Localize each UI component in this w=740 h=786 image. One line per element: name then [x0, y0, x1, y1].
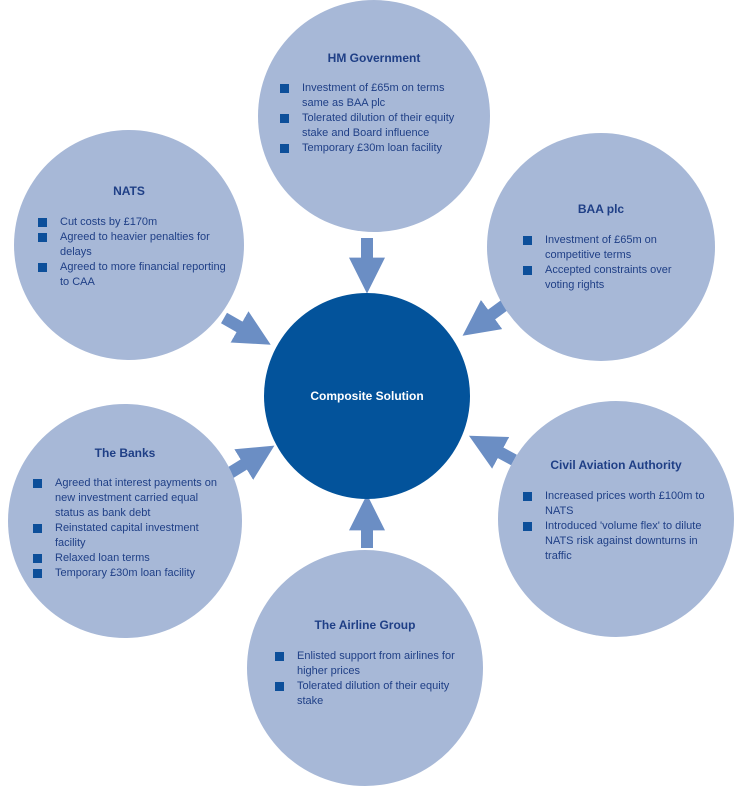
bullet-icon	[523, 236, 532, 245]
item-text: Accepted constraints over voting rights	[545, 264, 672, 291]
bullet-icon	[38, 233, 47, 242]
bullet-icon	[523, 266, 532, 275]
hm-government-list: Investment of £65m on terms same as BAA …	[280, 81, 470, 156]
banks-list: Agreed that interest payments on new inv…	[33, 476, 228, 581]
list-item: Cut costs by £170m	[38, 215, 228, 230]
item-text: Investment of £65m on terms same as BAA …	[302, 82, 445, 109]
item-text: Agreed to heavier penalties for delays	[60, 231, 210, 258]
bullet-icon	[275, 652, 284, 661]
center-label: Composite Solution	[310, 389, 424, 403]
item-text: Reinstated capital investment facility	[55, 522, 199, 549]
arrow-caa	[468, 435, 517, 469]
list-item: Relaxed loan terms	[33, 551, 228, 566]
bullet-icon	[280, 84, 289, 93]
baa-title: BAA plc	[577, 202, 625, 216]
banks-title: The Banks	[94, 446, 156, 460]
item-text: Introduced 'volume flex' to dilute NATS …	[545, 520, 702, 562]
item-text: Relaxed loan terms	[55, 552, 150, 564]
arrow-nats	[221, 311, 271, 345]
bullet-icon	[275, 682, 284, 691]
hm-government-circle: HM Government Investment of £65m on term…	[258, 0, 490, 232]
hm-government-title: HM Government	[327, 51, 421, 65]
banks-circle: The Banks Agreed that interest payments …	[8, 404, 242, 638]
composite-solution-circle: Composite Solution	[264, 293, 470, 499]
item-text: Cut costs by £170m	[60, 216, 158, 228]
list-item: Introduced 'volume flex' to dilute NATS …	[523, 519, 719, 564]
caa-circle: Civil Aviation Authority Increased price…	[498, 401, 734, 637]
list-item: Temporary £30m loan facility	[33, 566, 228, 581]
arrow-banks	[226, 445, 275, 480]
list-item: Investment of £65m on competitive terms	[523, 233, 693, 263]
bullet-icon	[280, 144, 289, 153]
airline-group-list: Enlisted support from airlines for highe…	[275, 649, 465, 709]
bullet-icon	[33, 554, 42, 563]
caa-title: Civil Aviation Authority	[550, 458, 682, 472]
list-item: Tolerated dilution of their equity stake	[275, 679, 465, 709]
nats-circle: NATS Cut costs by £170m Agreed to heavie…	[14, 130, 244, 360]
bullet-icon	[280, 114, 289, 123]
bullet-icon	[523, 522, 532, 531]
item-text: Temporary £30m loan facility	[302, 142, 443, 154]
list-item: Agreed that interest payments on new inv…	[33, 476, 228, 521]
list-item: Reinstated capital investment facility	[33, 521, 228, 551]
item-text: Temporary £30m loan facility	[55, 567, 196, 579]
nats-title: NATS	[113, 184, 145, 198]
bullet-icon	[33, 524, 42, 533]
list-item: Agreed to heavier penalties for delays	[38, 230, 228, 260]
bullet-icon	[33, 569, 42, 578]
list-item: Investment of £65m on terms same as BAA …	[280, 81, 470, 111]
list-item: Temporary £30m loan facility	[280, 141, 470, 156]
item-text: Tolerated dilution of their equity stake	[297, 680, 450, 707]
bullet-icon	[523, 492, 532, 501]
baa-list: Investment of £65m on competitive terms …	[523, 233, 693, 293]
bullet-icon	[38, 218, 47, 227]
item-text: Agreed that interest payments on new inv…	[55, 477, 218, 519]
list-item: Increased prices worth £100m to NATS	[523, 489, 719, 519]
list-item: Agreed to more financial reporting to CA…	[38, 260, 228, 290]
bullet-icon	[33, 479, 42, 488]
list-item: Enlisted support from airlines for highe…	[275, 649, 465, 679]
airline-group-title: The Airline Group	[314, 618, 416, 632]
list-item: Accepted constraints over voting rights	[523, 263, 693, 293]
bullet-icon	[38, 263, 47, 272]
item-text: Enlisted support from airlines for highe…	[297, 650, 455, 677]
nats-list: Cut costs by £170m Agreed to heavier pen…	[38, 215, 228, 290]
item-text: Increased prices worth £100m to NATS	[545, 490, 705, 517]
caa-list: Increased prices worth £100m to NATS Int…	[523, 489, 719, 564]
item-text: Tolerated dilution of their equity stake…	[302, 112, 455, 139]
list-item: Tolerated dilution of their equity stake…	[280, 111, 470, 141]
baa-circle: BAA plc Investment of £65m on competitiv…	[487, 133, 715, 361]
item-text: Investment of £65m on competitive terms	[545, 234, 657, 261]
item-text: Agreed to more financial reporting to CA…	[60, 261, 226, 288]
airline-group-circle: The Airline Group Enlisted support from …	[247, 550, 483, 786]
arrow-baa	[462, 299, 510, 336]
